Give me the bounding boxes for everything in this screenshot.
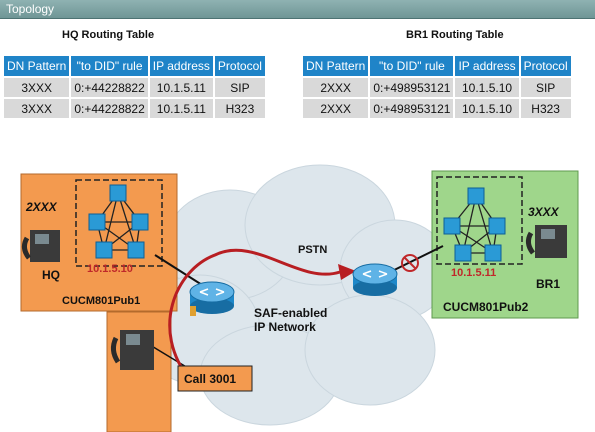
hq-ip-phone-icon	[21, 230, 60, 262]
hq-server-icon	[109, 184, 127, 202]
table-cell: 2XXX	[303, 78, 369, 97]
hq-cucm-label: CUCM801Pub1	[62, 295, 141, 307]
caller-ip-phone-icon	[110, 330, 154, 370]
hq-cluster-box	[75, 179, 163, 267]
br1-router-icon	[352, 263, 398, 296]
br1-server-icon	[443, 217, 461, 235]
blocked-link-icon	[401, 254, 419, 272]
table-cell: H323	[214, 99, 265, 118]
table-header-cell: "to DID" rule	[71, 56, 148, 76]
table-cell: 10.1.5.10	[455, 78, 519, 97]
caller-link	[149, 344, 189, 369]
call-path-arrowhead	[338, 264, 356, 280]
table-header-cell: Protocol	[214, 56, 265, 76]
saf-label-line1: SAF-enabled	[254, 306, 328, 320]
table-header-cell: DN Pattern	[4, 56, 70, 76]
table-header-cell: DN Pattern	[303, 56, 369, 76]
table-header-cell: "to DID" rule	[370, 56, 454, 76]
table-cell: 0:+498953121	[370, 99, 454, 118]
table-cell: 10.1.5.10	[455, 99, 519, 118]
hq-server-icon	[95, 241, 113, 259]
window-title-bar: Topology	[0, 0, 595, 19]
table-cell: 10.1.5.11	[149, 99, 213, 118]
call-label: Call 3001	[184, 372, 237, 386]
table-cell: 2XXX	[303, 99, 369, 118]
br1-server-icon	[467, 187, 485, 205]
br1-site-label: BR1	[536, 277, 561, 291]
call-label-box	[177, 365, 253, 392]
saf-label-line2: IP Network	[254, 320, 316, 334]
table-header-cell: Protocol	[520, 56, 571, 76]
br1-table-title: BR1 Routing Table	[406, 29, 504, 41]
table-cell: SIP	[520, 78, 571, 97]
table-header-cell: IP address	[455, 56, 519, 76]
br1-server-icon	[484, 244, 502, 262]
hq-ip-label: 10.1.5.10	[87, 263, 133, 275]
table-cell: 0:+44228822	[71, 99, 148, 118]
br1-server-icon	[488, 217, 506, 235]
window-title: Topology	[6, 2, 55, 16]
table-cell: H323	[520, 99, 571, 118]
br1-dn-pattern: 3XXX	[528, 205, 559, 219]
table-cell: SIP	[214, 78, 265, 97]
hq-server-icon	[127, 241, 145, 259]
pstn-label: PSTN	[298, 244, 328, 256]
br1-ip-phone-icon	[525, 225, 567, 258]
table-cell: 3XXX	[4, 99, 70, 118]
table-cell: 10.1.5.11	[149, 78, 213, 97]
hq-server-icon	[131, 213, 149, 231]
table-cell: 0:+44228822	[71, 78, 148, 97]
br1-cucm-label: CUCM801Pub2	[443, 300, 529, 314]
table-cell: 3XXX	[4, 78, 70, 97]
br1-ip-label: 10.1.5.11	[451, 267, 497, 279]
table-cell: 0:+498953121	[370, 78, 454, 97]
table-header-cell: IP address	[149, 56, 213, 76]
call-path	[168, 248, 341, 381]
hq-dn-pattern: 2XXX	[26, 200, 57, 214]
br1-cluster-box	[436, 176, 523, 265]
hq-server-icon	[88, 213, 106, 231]
hq-router-icon	[189, 281, 235, 316]
br1-server-icon	[454, 244, 472, 262]
hq-site-label: HQ	[42, 268, 60, 282]
hq-table-title: HQ Routing Table	[62, 29, 155, 41]
